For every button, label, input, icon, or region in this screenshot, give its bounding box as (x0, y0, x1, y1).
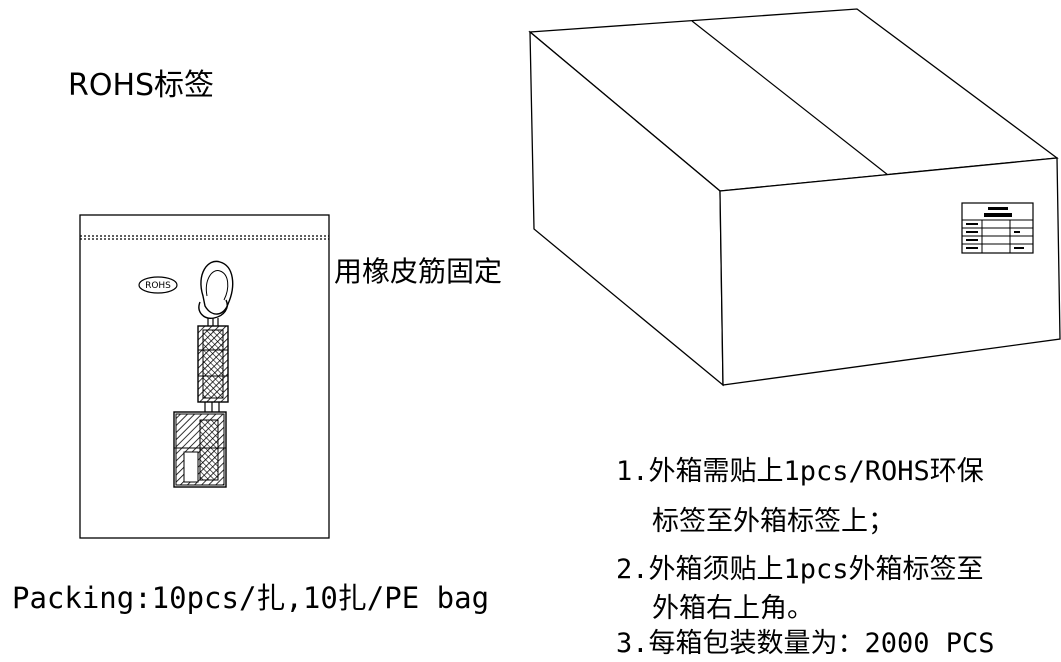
rohs-label-title: ROHS标签 (68, 68, 215, 103)
note-1-line-1: 1.外箱需贴上1pcs/ROHS环保 (616, 456, 984, 487)
carton-box (528, 8, 1061, 387)
note-3: 3.每箱包装数量为：2000 PCS (616, 628, 995, 659)
carton-label (961, 202, 1034, 254)
rubber-band-note: 用橡皮筋固定 (334, 255, 503, 288)
note-1-line-2: 标签至外箱标签上； (652, 506, 895, 537)
note-2-line-2: 外箱右上角。 (652, 593, 814, 624)
rohs-sticker: ROHS (138, 276, 178, 294)
cable-bundle (173, 260, 234, 488)
note-2-line-1: 2.外箱须贴上1pcs外箱标签至 (616, 554, 984, 585)
rohs-sticker-text: ROHS (145, 281, 171, 291)
packing-spec: Packing:10pcs/扎,10扎/PE bag (12, 581, 490, 615)
